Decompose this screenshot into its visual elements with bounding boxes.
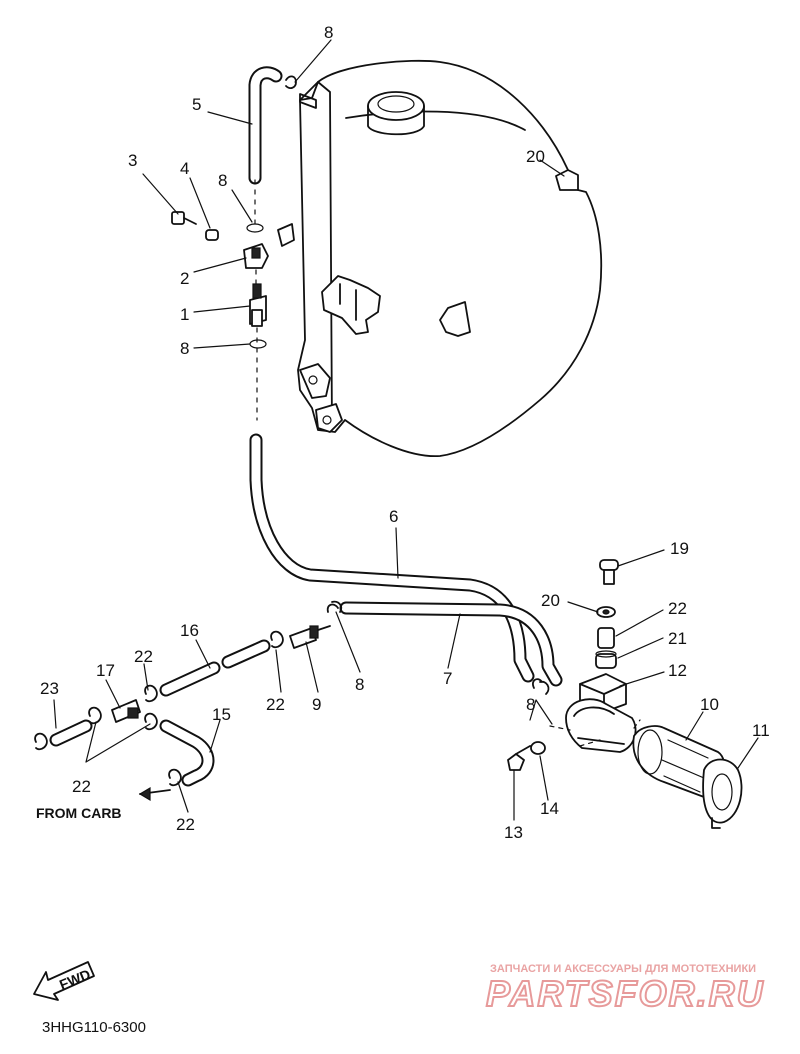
callout-8: 8 <box>355 675 364 694</box>
fuel-tank <box>297 59 603 457</box>
from-carb-arrow <box>138 786 171 802</box>
callout-8: 8 <box>324 23 333 42</box>
hose-19 <box>159 719 215 787</box>
fitting-9 <box>289 625 331 649</box>
hose-clip-22-b <box>144 684 158 731</box>
callout-16-tank: 20 <box>526 147 545 166</box>
callout-21: 17 <box>96 661 115 680</box>
hose-clip-22-a <box>270 630 284 649</box>
hose-clip-22-c <box>34 706 102 751</box>
callout-22: 22 <box>176 815 195 834</box>
collar-18 <box>597 627 615 649</box>
callout-5: 5 <box>192 95 201 114</box>
callout-17: 21 <box>668 629 687 648</box>
fuel-hose-6 <box>249 433 535 683</box>
callout-12: 12 <box>668 661 687 680</box>
callout-2: 2 <box>180 269 189 288</box>
callout-23: 23 <box>40 679 59 698</box>
fuel-hose-7 <box>339 601 563 687</box>
callout-9: 9 <box>312 695 321 714</box>
pump-cap-11 <box>702 758 743 829</box>
hose-clip-8-upper <box>246 223 264 233</box>
bolt-13 <box>507 745 531 771</box>
joint-21 <box>111 699 141 723</box>
vent-hose <box>248 66 283 185</box>
fwd-label: FWD <box>57 966 93 993</box>
diagram-code: 3HHG110-6300 <box>42 1019 146 1036</box>
hose-20 <box>159 639 271 697</box>
watermark-brand: PARTSFOR.RU <box>486 973 765 1014</box>
valve-1 <box>249 283 267 327</box>
callout-8: 8 <box>526 695 535 714</box>
hose-clip-8-mid <box>249 339 267 349</box>
callout-10: 10 <box>700 695 719 714</box>
callout-labels: 8 5 3 4 8 2 1 8 20 6 19 20 22 16 21 22 1… <box>40 23 770 842</box>
hose-clip-22-d <box>168 768 182 787</box>
washer-16 <box>596 606 616 618</box>
callout-22: 22 <box>134 647 153 666</box>
callout-8: 8 <box>218 171 227 190</box>
callout-8: 8 <box>180 339 189 358</box>
callout-15: 19 <box>670 539 689 558</box>
callout-1: 1 <box>180 305 189 324</box>
callout-7: 7 <box>443 669 452 688</box>
callout-11: 11 <box>752 721 770 740</box>
callout-19: 15 <box>212 705 231 724</box>
callout-13: 13 <box>504 823 523 842</box>
bolt-15 <box>599 559 619 585</box>
washer-14 <box>530 741 546 755</box>
callout-3: 3 <box>128 151 137 170</box>
hose-clip-8-lower <box>326 600 550 695</box>
grommet-17 <box>595 650 617 669</box>
callout-14: 14 <box>540 799 559 818</box>
watermark-tagline: ЗАПЧАСТИ И АКСЕССУАРЫ ДЛЯ МОТОТЕХНИКИ <box>490 963 756 975</box>
pump-bracket-12 <box>565 673 637 753</box>
callout-6: 6 <box>389 507 398 526</box>
callout-20: 16 <box>180 621 199 640</box>
bracket-2 <box>243 223 295 269</box>
fwd-arrow-icon: FWD <box>33 961 95 1001</box>
callout-16: 20 <box>541 591 560 610</box>
washer-4 <box>205 229 219 241</box>
watermark: ЗАПЧАСТИ И АКСЕССУАРЫ ДЛЯ МОТОТЕХНИКИ PA… <box>485 963 765 1015</box>
from-carb-label: FROM CARB <box>36 805 122 821</box>
callout-18: 22 <box>668 599 687 618</box>
callout-4: 4 <box>180 159 189 178</box>
hose-clip-top <box>285 75 317 109</box>
leader-lines <box>53 39 759 821</box>
callout-22: 22 <box>266 695 285 714</box>
callout-22: 22 <box>72 777 91 796</box>
bolt-3 <box>171 211 197 225</box>
hose-23 <box>49 719 93 747</box>
